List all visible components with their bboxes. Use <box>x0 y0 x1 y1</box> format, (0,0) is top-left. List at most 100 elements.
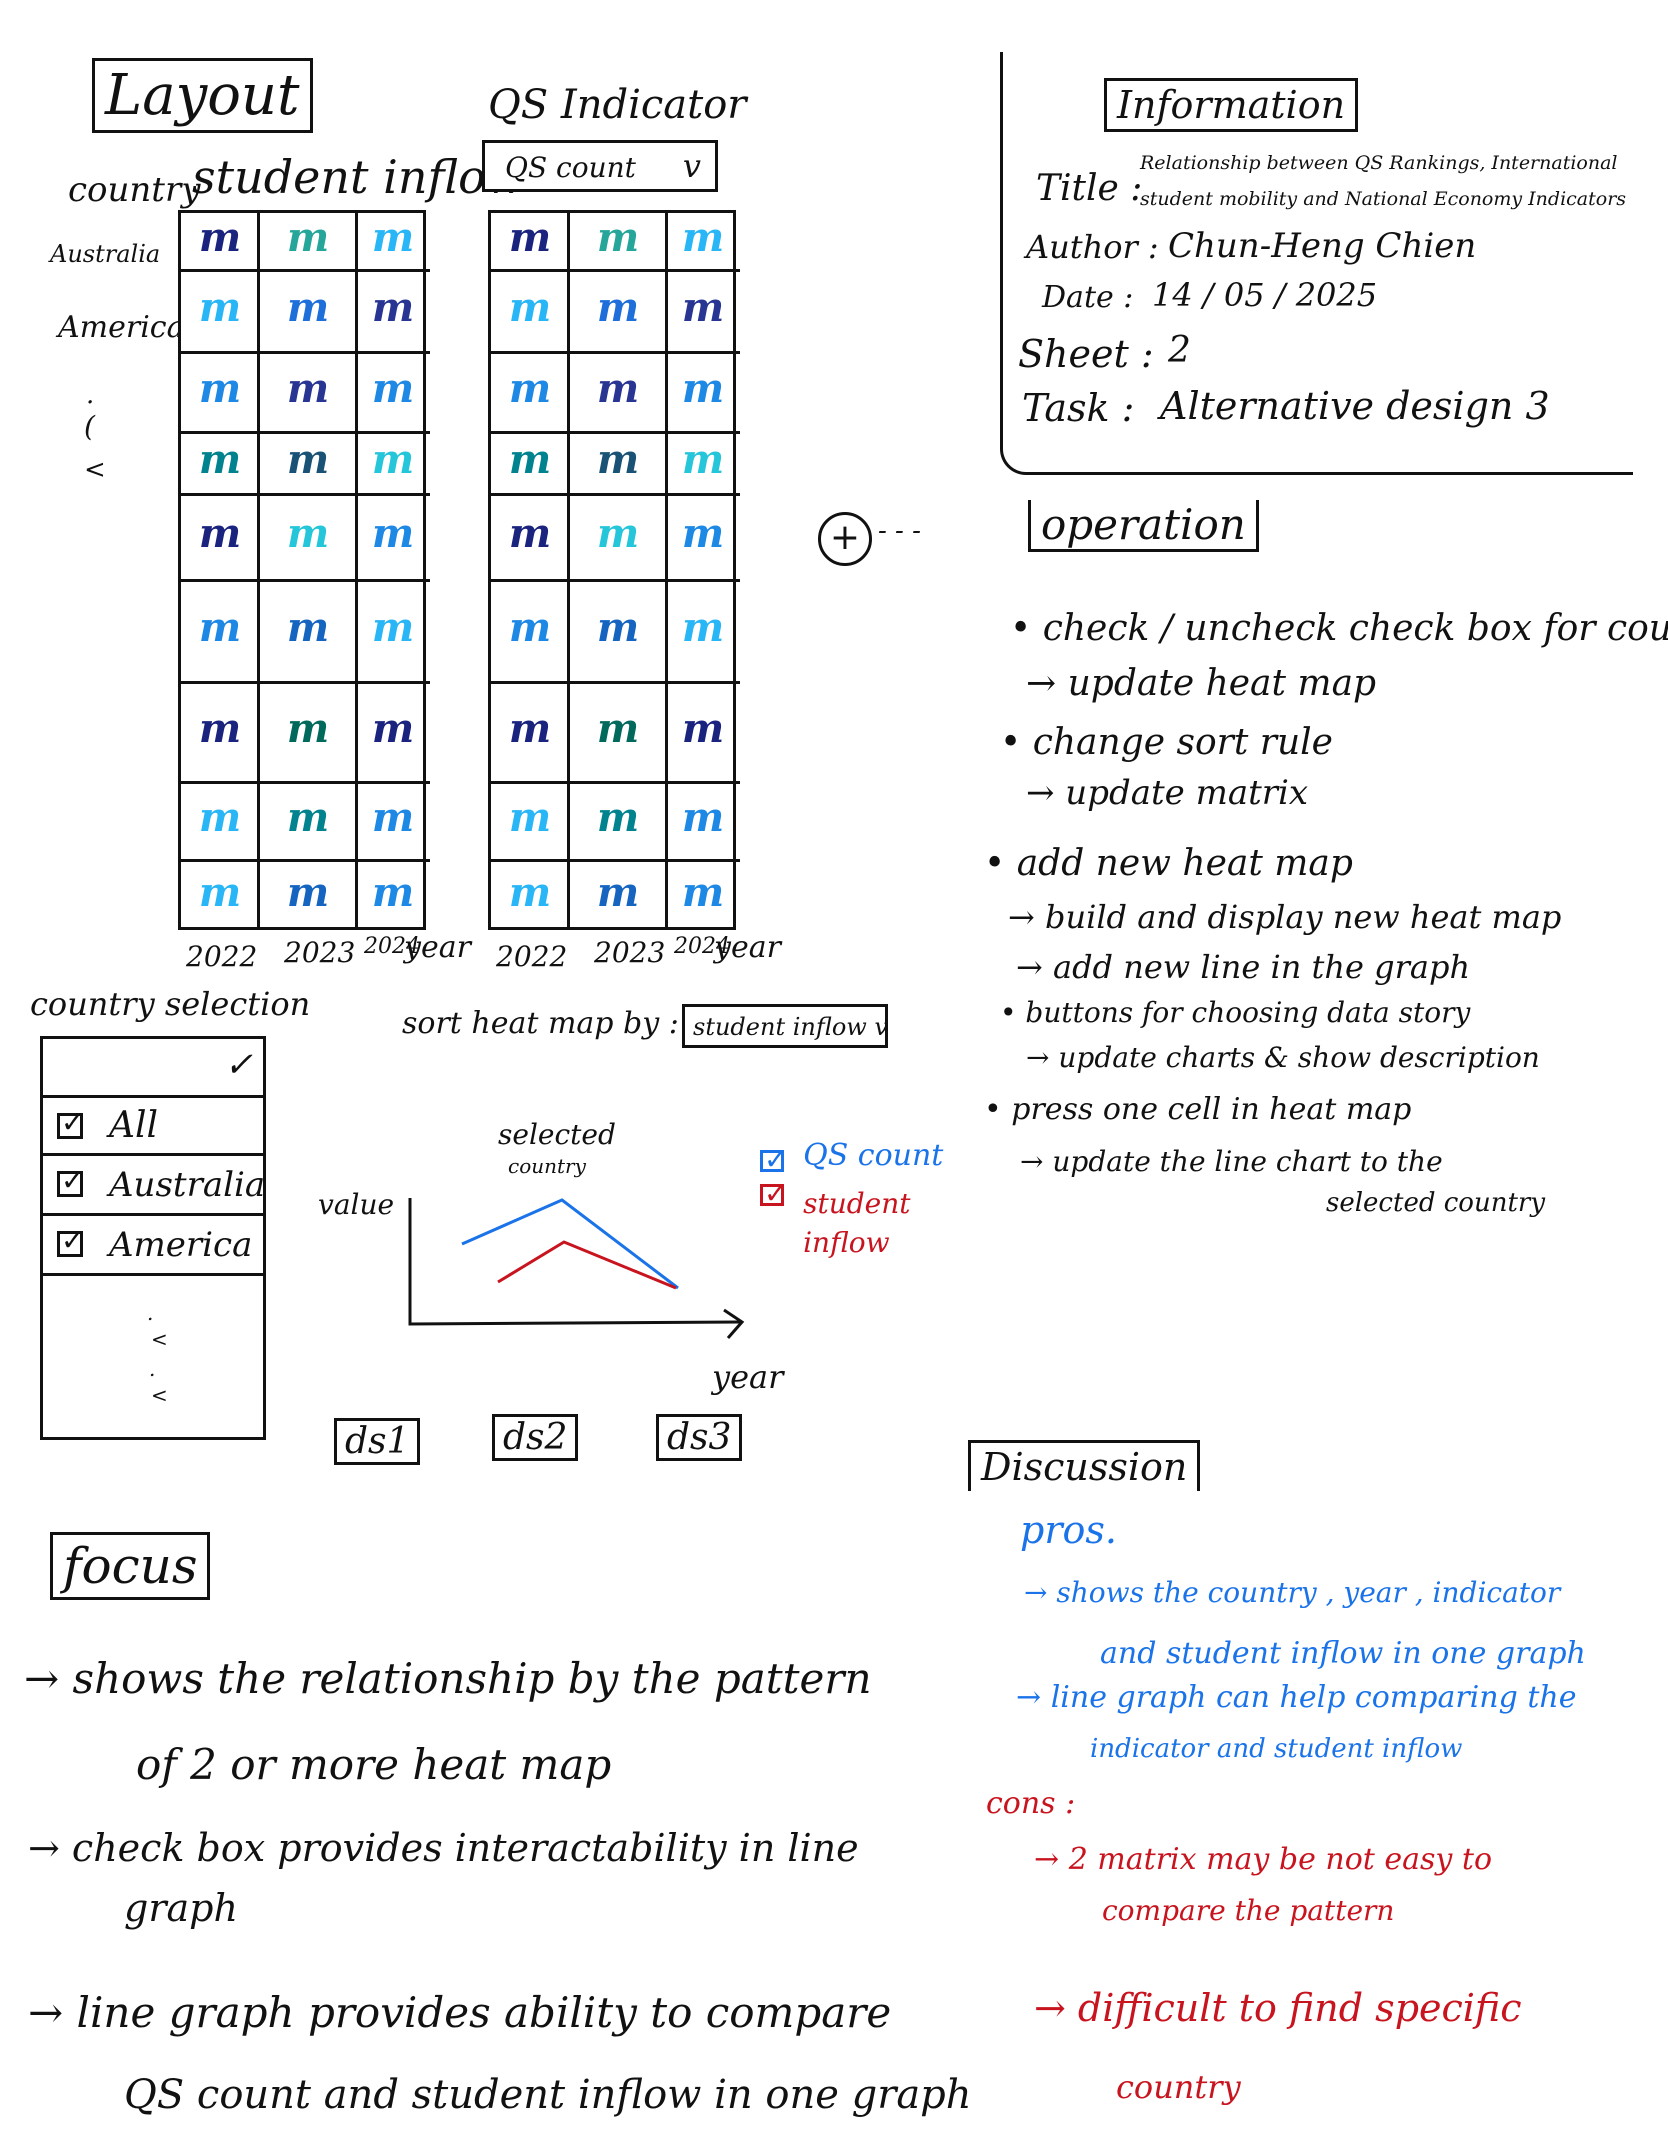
heatmap-cell[interactable]: m <box>508 869 552 916</box>
chart-axes <box>408 1198 741 1326</box>
heatmap-cell[interactable]: m <box>286 869 330 916</box>
heatmap-row-divider <box>488 859 740 862</box>
row-label-australia: Australia <box>50 240 161 268</box>
cons-item: → 2 matrix may be not easy to <box>1034 1842 1493 1877</box>
heatmap-cell[interactable]: m <box>198 436 242 483</box>
heatmap-cell[interactable]: m <box>286 214 330 261</box>
heatmap-row-divider <box>488 579 740 582</box>
add-heatmap-button[interactable]: + <box>818 512 872 566</box>
focus-item: graph <box>124 1886 238 1930</box>
heatmap-cell[interactable]: m <box>198 604 242 651</box>
year-label: 2024 <box>364 934 420 959</box>
heatmap-cell[interactable]: m <box>681 510 725 557</box>
heatmap-cell[interactable]: m <box>371 365 415 412</box>
heatmap-cell[interactable]: m <box>198 869 242 916</box>
pros-item: → shows the country , year , indicator <box>1024 1576 1561 1609</box>
country-option-australia[interactable]: Australia <box>43 1157 266 1216</box>
heatmap-cell[interactable]: m <box>286 604 330 651</box>
cons-item: country <box>1116 2068 1241 2106</box>
legend-student-inflow[interactable]: student inflow <box>760 1177 960 1262</box>
option-label: Australia <box>109 1165 266 1205</box>
checkbox-icon[interactable] <box>57 1106 84 1139</box>
qs-indicator-dropdown[interactable]: QS count v <box>482 140 718 192</box>
heatmap-cell[interactable]: m <box>596 436 640 483</box>
heatmap-cell[interactable]: m <box>198 705 242 752</box>
heatmap-cell[interactable]: m <box>198 794 242 841</box>
row-ellipsis: . <box>86 380 95 410</box>
sort-dropdown[interactable]: student inflow v <box>682 1004 888 1048</box>
heatmap-cell[interactable]: m <box>596 869 640 916</box>
heatmap-cell[interactable]: m <box>681 365 725 412</box>
heatmap-cell[interactable]: m <box>286 284 330 331</box>
heatmap-cell[interactable]: m <box>286 794 330 841</box>
heatmap-cell[interactable]: m <box>198 214 242 261</box>
checkbox-icon[interactable] <box>57 1164 84 1197</box>
data-story-button-ds1[interactable]: ds1 <box>334 1418 421 1465</box>
operation-result: → add new line in the graph <box>1016 948 1471 986</box>
heatmap-cell[interactable]: m <box>198 365 242 412</box>
row-label-america: America <box>58 310 185 345</box>
heatmap-cell[interactable]: m <box>681 284 725 331</box>
heatmap-cell[interactable]: m <box>371 794 415 841</box>
heatmap-cell[interactable]: m <box>286 365 330 412</box>
country-option-all[interactable]: All <box>43 1101 263 1156</box>
legend-qs-count[interactable]: QS count <box>760 1138 943 1176</box>
heatmap-cell[interactable]: m <box>508 214 552 261</box>
heatmap-cell[interactable]: m <box>286 436 330 483</box>
layout-heading: Layout <box>92 58 313 133</box>
heatmap-cell[interactable]: m <box>371 284 415 331</box>
heatmap-cell[interactable]: m <box>596 214 640 261</box>
heatmap-cell[interactable]: m <box>681 436 725 483</box>
legend-checkbox-icon[interactable] <box>760 1143 787 1176</box>
heatmap-cell[interactable]: m <box>371 869 415 916</box>
heatmap-cell[interactable]: m <box>508 705 552 752</box>
heatmap-cell[interactable]: m <box>371 436 415 483</box>
heatmap-cell[interactable]: m <box>508 365 552 412</box>
heatmap-cell[interactable]: m <box>371 510 415 557</box>
data-story-button-ds2[interactable]: ds2 <box>492 1414 579 1461</box>
year-axis-label: year <box>714 930 781 965</box>
heatmap-cell[interactable]: m <box>681 794 725 841</box>
heatmap-cell[interactable]: m <box>596 284 640 331</box>
heatmap-cell[interactable]: m <box>596 705 640 752</box>
heatmap-cell[interactable]: m <box>286 705 330 752</box>
heatmap-cell[interactable]: m <box>508 604 552 651</box>
heatmap-cell[interactable]: m <box>508 510 552 557</box>
country-option-america[interactable]: America <box>43 1217 263 1276</box>
heatmap-cell[interactable]: m <box>681 705 725 752</box>
heatmap-cell[interactable]: m <box>681 869 725 916</box>
legend-checkbox-icon[interactable] <box>760 1177 787 1210</box>
year-axis-label: year <box>404 930 471 965</box>
heatmap-cell[interactable]: m <box>681 214 725 261</box>
country-dropdown[interactable]: ✓ <box>43 1039 263 1098</box>
data-story-button-ds3[interactable]: ds3 <box>656 1414 743 1461</box>
checkbox-icon[interactable] <box>57 1224 84 1257</box>
pros-item: → line graph can help comparing the <box>1016 1680 1577 1715</box>
heatmap-cell[interactable]: m <box>198 510 242 557</box>
author-label: Author : <box>1026 228 1159 266</box>
heatmap-row-divider <box>178 351 430 354</box>
heatmap-cell[interactable]: m <box>508 794 552 841</box>
heatmap-cell[interactable]: m <box>596 510 640 557</box>
x-axis-arrow <box>723 1308 745 1339</box>
heatmap-cell[interactable]: m <box>596 794 640 841</box>
heatmap-cell[interactable]: m <box>371 214 415 261</box>
heatmap-cell[interactable]: m <box>371 705 415 752</box>
operation-result: selected country <box>1326 1188 1546 1218</box>
heatmap-cell[interactable]: m <box>286 510 330 557</box>
option-label: America <box>109 1225 253 1265</box>
pros-item: indicator and student inflow <box>1090 1734 1463 1764</box>
heatmap-cell[interactable]: m <box>198 284 242 331</box>
cons-item: → difficult to find specific <box>1034 1986 1522 2030</box>
heatmap-cell[interactable]: m <box>596 604 640 651</box>
heatmap-cell[interactable]: m <box>596 365 640 412</box>
more-indicator: < <box>151 1327 168 1351</box>
heatmap-cell[interactable]: m <box>508 284 552 331</box>
heatmap-cell[interactable]: m <box>371 604 415 651</box>
heatmap-row-divider <box>488 781 740 784</box>
heatmap-cell[interactable]: m <box>681 604 725 651</box>
selected-country-annotation: selected <box>498 1118 616 1151</box>
heatmap-cell[interactable]: m <box>508 436 552 483</box>
